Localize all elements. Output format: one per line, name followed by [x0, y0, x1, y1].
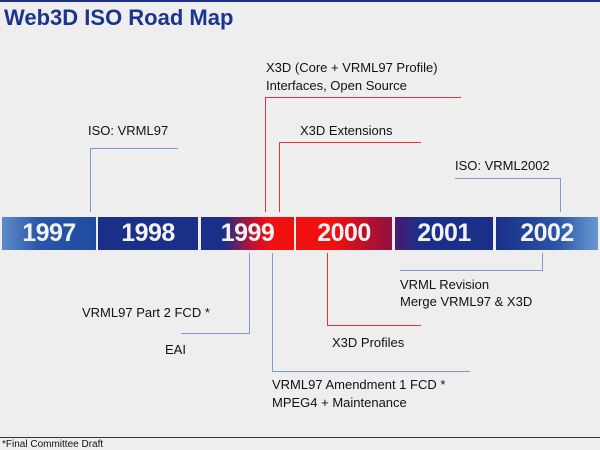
connector-line [272, 253, 273, 371]
milestone-label: X3D Extensions [300, 123, 393, 138]
connector-line [400, 270, 543, 271]
connector-line [181, 333, 250, 334]
milestone-label: Merge VRML97 & X3D [400, 294, 533, 309]
footnote-rule [0, 437, 600, 438]
milestone-label: VRML Revision [400, 277, 490, 292]
year-2002: 2002 [496, 217, 598, 250]
connector-line [265, 97, 266, 212]
year-2000: 2000 [296, 217, 392, 250]
milestone-label: VRML97 Amendment 1 FCD * [272, 377, 446, 392]
connector-line [279, 142, 421, 143]
connector-line [90, 148, 178, 149]
milestone-label: EAI [165, 342, 186, 357]
connector-line [455, 178, 561, 179]
year-1998: 1998 [98, 217, 198, 250]
connector-line [327, 253, 328, 326]
year-1999: 1999 [201, 217, 294, 250]
connector-line [265, 97, 461, 98]
milestone-label: ISO: VRML2002 [455, 158, 550, 173]
connector-line [327, 325, 421, 326]
milestone-label: X3D (Core + VRML97 Profile) [266, 60, 438, 75]
page-title: Web3D ISO Road Map [4, 5, 234, 30]
milestone-label: ISO: VRML97 [88, 123, 169, 138]
milestone-label: X3D Profiles [332, 335, 405, 350]
connector-line [279, 142, 280, 212]
year-2001: 2001 [395, 217, 493, 250]
connector-line [560, 178, 561, 212]
milestone-label: Interfaces, Open Source [266, 78, 407, 93]
year-1997: 1997 [2, 217, 96, 250]
footnote: *Final Committee Draft [2, 439, 104, 450]
milestone-label: VRML97 Part 2 FCD * [82, 305, 210, 320]
milestone-label: MPEG4 + Maintenance [272, 395, 407, 410]
connector-line [249, 253, 250, 333]
connector-line [542, 253, 543, 271]
connector-line [272, 371, 470, 372]
top-rule [0, 0, 600, 2]
connector-line [90, 148, 91, 212]
